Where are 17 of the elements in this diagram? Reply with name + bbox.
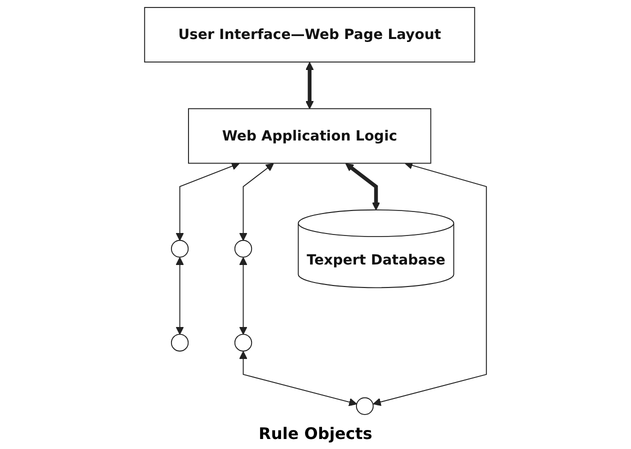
arrow (306, 62, 314, 110)
node-circle (170, 334, 189, 352)
arrow (176, 257, 184, 335)
flowchart-drawing: User Interface—Web Page Layout Web Application Logic Texpert Database (0, 0, 631, 422)
arrow (345, 163, 380, 210)
node-circle (234, 240, 252, 258)
arrow (239, 351, 358, 406)
arrow (239, 163, 274, 241)
group-caption: Rule Objects (258, 424, 372, 443)
arrow (372, 161, 487, 406)
node-box (144, 7, 476, 62)
node-circle (234, 334, 252, 352)
node-circle (356, 397, 374, 415)
arrow (176, 162, 240, 241)
arrow (239, 257, 248, 335)
node-circle (170, 240, 189, 258)
node-box (188, 108, 432, 164)
